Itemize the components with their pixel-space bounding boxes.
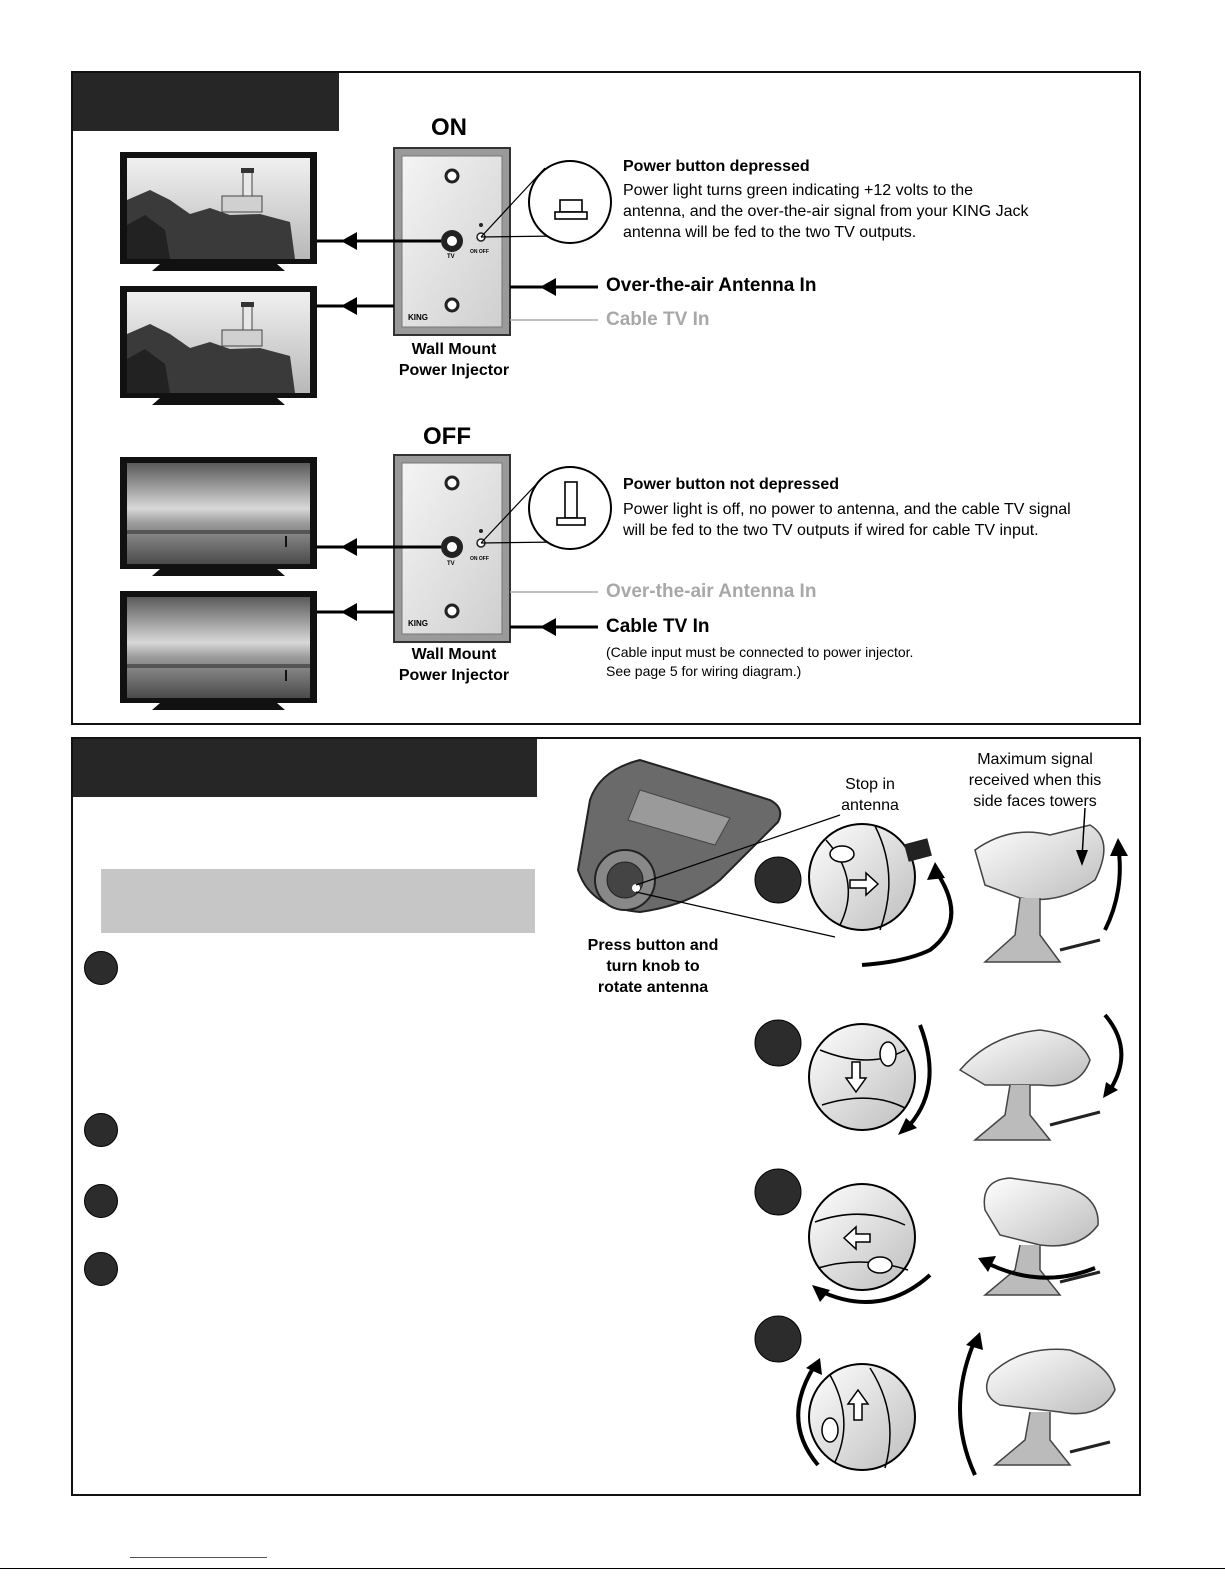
off-description-line1: Power light is off, no power to antenna,… <box>623 501 1071 518</box>
stop-in-antenna-line1: Stop in <box>845 776 895 793</box>
arrow-on-2 <box>341 297 357 315</box>
plate-switch-off: ON OFF <box>470 556 489 562</box>
on-state-label: ON <box>431 114 467 141</box>
off-note-line1: (Cable input must be connected to power … <box>606 644 914 660</box>
button-zoom-on <box>480 160 612 244</box>
on-cable-in-label: Cable TV In <box>606 309 710 330</box>
knob-zoom-3 <box>808 1183 932 1304</box>
tv-off-1 <box>120 457 317 576</box>
step-circle-2 <box>754 1019 802 1067</box>
arrow-on-1 <box>341 232 357 250</box>
off-cable-in-label: Cable TV In <box>606 616 710 637</box>
step-circle-4 <box>754 1315 802 1363</box>
antenna-illustration-3 <box>978 1177 1101 1296</box>
knob-zoom-4 <box>796 1358 916 1471</box>
on-description-line1: Power light turns green indicating +12 v… <box>623 182 973 199</box>
antenna-illustration-2 <box>958 1013 1124 1141</box>
tv-on-1 <box>120 152 317 271</box>
off-heading: Power button not depressed <box>623 476 840 493</box>
step-circle-3 <box>754 1168 802 1216</box>
on-device-label-line2: Power Injector <box>398 362 510 379</box>
stop-in-antenna-line2: antenna <box>841 797 899 814</box>
on-device-label-line1: Wall Mount <box>411 341 497 358</box>
button-zoom-off <box>480 466 612 550</box>
plate-tv-off: TV <box>447 561 455 567</box>
antenna-illustration-4 <box>958 1332 1116 1476</box>
knob-zoom-1 <box>635 814 954 967</box>
on-description-line3: antenna will be fed to the two TV output… <box>623 224 917 241</box>
press-button-callout-line2: turn knob to <box>606 958 700 975</box>
antenna-housing-illustration <box>576 758 782 914</box>
plate-switch-on: ON OFF <box>470 249 489 255</box>
bottom-section-header-bar <box>73 739 537 797</box>
off-device-label-line1: Wall Mount <box>411 646 497 663</box>
press-button-callout: Press button and turn knob to rotate ant… <box>572 935 734 998</box>
gray-instruction-band <box>101 869 535 933</box>
step-bullet-1 <box>84 951 118 985</box>
knob-zoom-2 <box>808 1023 932 1135</box>
step-bullet-4 <box>84 1252 118 1286</box>
press-button-callout-line1: Press button and <box>587 937 719 954</box>
press-button-callout-line3: rotate antenna <box>597 979 709 996</box>
footer-rule <box>0 1568 1225 1569</box>
off-note-line2: See page 5 for wiring diagram.) <box>606 663 802 679</box>
stop-in-antenna-callout: Stop in antenna <box>830 774 910 816</box>
tv-off-2 <box>120 591 317 710</box>
off-state-label: OFF <box>423 423 471 450</box>
plate-tv-on: TV <box>447 254 455 260</box>
step-bullet-3 <box>84 1184 118 1218</box>
maximum-signal-callout: Maximum signal received when this side f… <box>955 749 1115 812</box>
antenna-illustration-1 <box>974 807 1128 963</box>
arrow-off-cable <box>540 618 556 636</box>
arrow-on-antenna <box>540 278 556 296</box>
on-heading: Power button depressed <box>623 158 810 175</box>
bottom-panel <box>71 737 1141 1496</box>
plate-brand-off: KING <box>408 619 428 628</box>
off-device-label: Wall Mount Power Injector <box>392 644 516 686</box>
arrow-off-1 <box>341 538 357 556</box>
top-section-header-bar <box>73 73 339 131</box>
off-antenna-in-label: Over-the-air Antenna In <box>606 581 817 602</box>
footer-link-underline <box>130 1557 267 1558</box>
on-antenna-in-label: Over-the-air Antenna In <box>606 275 817 296</box>
step-bullet-2 <box>84 1113 118 1147</box>
maximum-signal-line2: received when this <box>968 772 1102 789</box>
arrow-off-2 <box>341 603 357 621</box>
on-device-label: Wall Mount Power Injector <box>392 339 516 381</box>
on-description-line2: antenna, and the over-the-air signal fro… <box>623 203 1029 220</box>
off-device-label-line2: Power Injector <box>398 667 510 684</box>
step-circle-1 <box>754 856 802 904</box>
tv-on-2 <box>120 286 317 405</box>
plate-brand-on: KING <box>408 313 428 322</box>
maximum-signal-line1: Maximum signal <box>977 751 1093 768</box>
off-description-line2: will be fed to the two TV outputs if wir… <box>623 522 1039 539</box>
maximum-signal-line3: side faces towers <box>973 793 1097 810</box>
